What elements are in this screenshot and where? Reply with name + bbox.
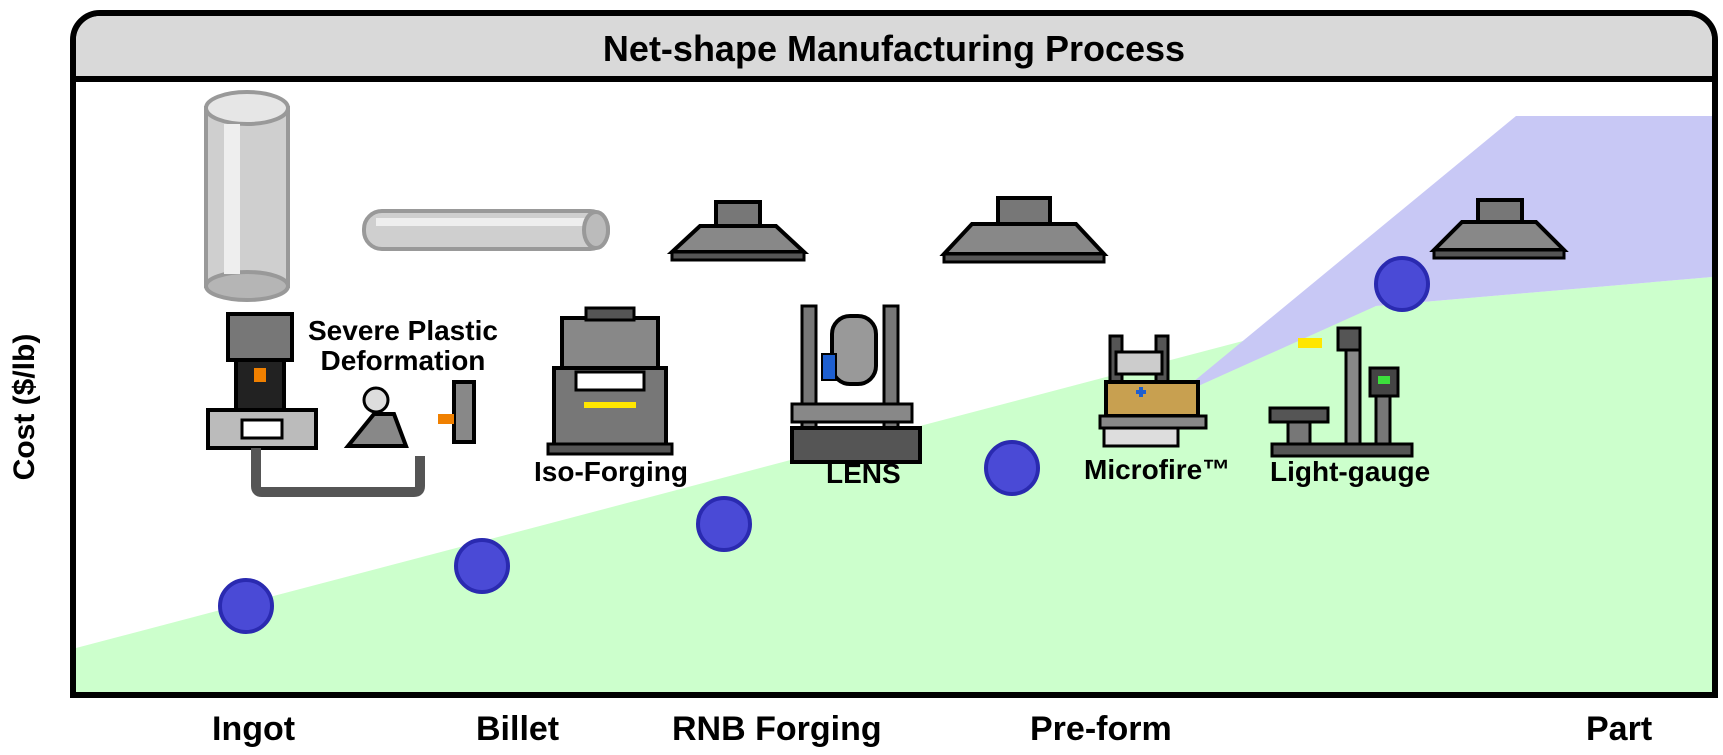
lightgauge-machine-icon [1268,326,1414,458]
x-tick-preform: Pre-form [1030,710,1172,748]
diagram-header: Net-shape Manufacturing Process [76,16,1712,82]
lens-machine-icon [790,304,922,464]
cost-dot-rnb-forging [696,496,752,552]
diagram-title: Net-shape Manufacturing Process [602,28,1186,69]
cost-dots [218,256,1430,634]
x-tick-rnb-forging: RNB Forging [672,710,882,748]
x-tick-billet: Billet [476,710,560,748]
diagram-frame: Net-shape Manufacturing Process Severe P… [70,10,1718,698]
cost-dot-ingot [218,578,274,634]
cost-dot-preform [984,440,1040,496]
isoforging-press-icon [546,306,674,456]
cost-dot-billet [454,538,510,594]
x-tick-part: Part [1586,710,1653,748]
label-microfire: Microfire™ [1084,454,1231,485]
x-tick-ingot: Ingot [212,710,296,748]
billet-icon [362,209,610,251]
label-lightgauge: Light-gauge [1270,456,1431,487]
y-axis-label: Cost ($/lb) [8,333,41,481]
label-isoforging: Iso-Forging [534,456,688,487]
spd-machine-icon [206,312,476,497]
diagram-canvas [76,90,1712,692]
forging-icon [666,200,810,262]
label-lens: LENS [826,458,901,489]
label-spd: Severe Plastic Deformation [308,315,498,376]
preform-icon [939,196,1109,264]
ingot-icon [204,90,290,302]
cost-dot-part [1374,256,1430,312]
microfire-machine-icon [1098,334,1208,448]
part-icon [1429,198,1569,260]
